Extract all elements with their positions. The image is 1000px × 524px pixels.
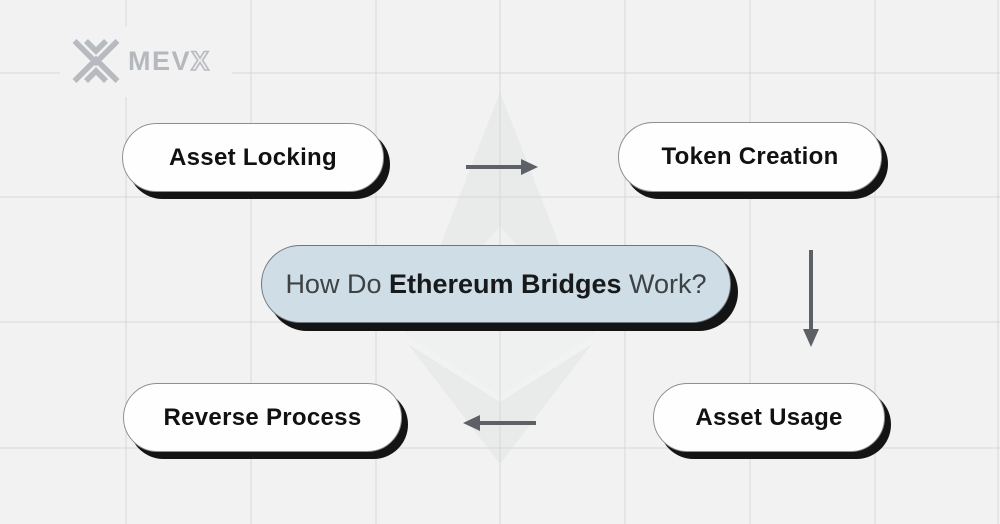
brand-logo-text: MEVX	[128, 45, 211, 76]
node-label: Asset Usage	[695, 403, 843, 431]
title-bold: Ethereum Bridges	[388, 268, 622, 299]
node-label: Reverse Process	[163, 403, 362, 431]
node-label: Asset Locking	[169, 143, 337, 171]
node-asset-locking: Asset Locking	[122, 123, 384, 192]
node-token-creation: Token Creation	[618, 122, 882, 192]
brand-logo: MEVX	[71, 39, 211, 83]
node-asset-usage: Asset Usage	[653, 383, 885, 452]
node-label: Token Creation	[661, 143, 839, 170]
title-prefix: How Do	[285, 268, 389, 299]
brand-text-solid: MEV	[128, 45, 192, 76]
title-suffix: Work?	[621, 268, 707, 299]
node-reverse-process: Reverse Process	[123, 383, 402, 452]
mevx-logo-icon	[72, 39, 120, 83]
brand-text-outline: X	[190, 45, 211, 76]
title-pill: How Do Ethereum Bridges Work?	[261, 245, 731, 323]
